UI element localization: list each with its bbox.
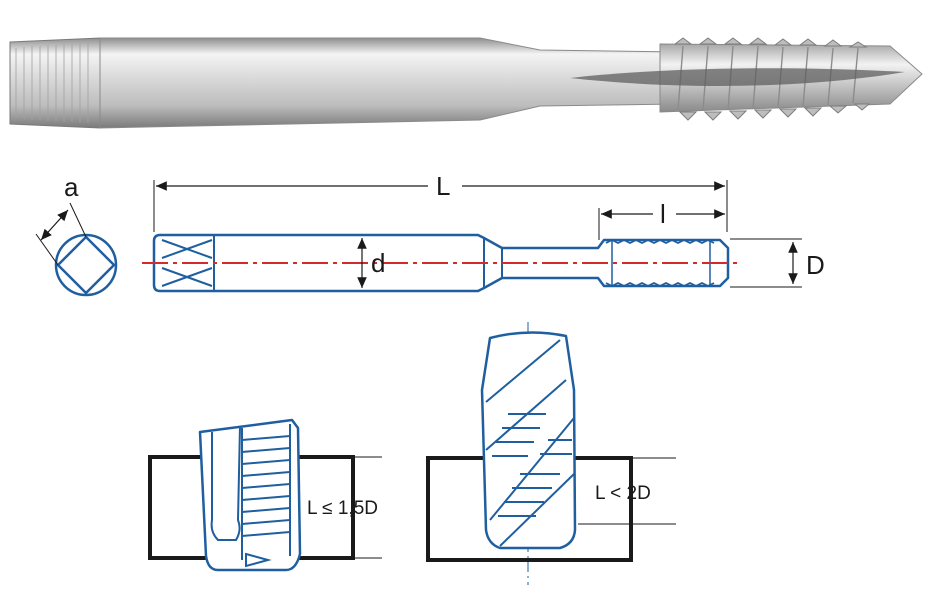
a-dim-ext-2 (35, 233, 59, 266)
square-drive-marks (161, 235, 215, 291)
square-drive-knurl (15, 43, 89, 123)
shank-circle (54, 233, 118, 297)
application-left: L ≤ 1,5D (148, 418, 382, 572)
label-d: d (371, 248, 385, 278)
label-l: l (660, 199, 666, 229)
tap-photo (9, 37, 923, 129)
a-dim-ext-1 (69, 202, 87, 238)
square-drive (9, 37, 101, 129)
label-L: L (436, 171, 450, 201)
thread-profile-top (605, 238, 715, 245)
tap-left-point-mark (245, 552, 272, 568)
a-dim-arrow (40, 209, 69, 241)
tap-right-threads (492, 413, 572, 517)
square-cross-section: a (35, 172, 118, 297)
application-right: L < 2D (426, 322, 676, 585)
shank (99, 37, 681, 129)
tap-left-outline (198, 418, 302, 572)
thread-teeth (673, 37, 871, 121)
square-profile (56, 235, 116, 295)
tap-left-flute (210, 425, 241, 541)
flute (570, 68, 905, 86)
label-D: D (806, 250, 825, 280)
label-a: a (64, 172, 79, 202)
label-depth-right: L < 2D (595, 483, 651, 504)
label-depth-left: L ≤ 1,5D (307, 498, 378, 519)
thread-profile-bottom (605, 281, 715, 288)
tap-left-threads (241, 424, 291, 560)
tap-side-view: L l d D (142, 171, 825, 293)
